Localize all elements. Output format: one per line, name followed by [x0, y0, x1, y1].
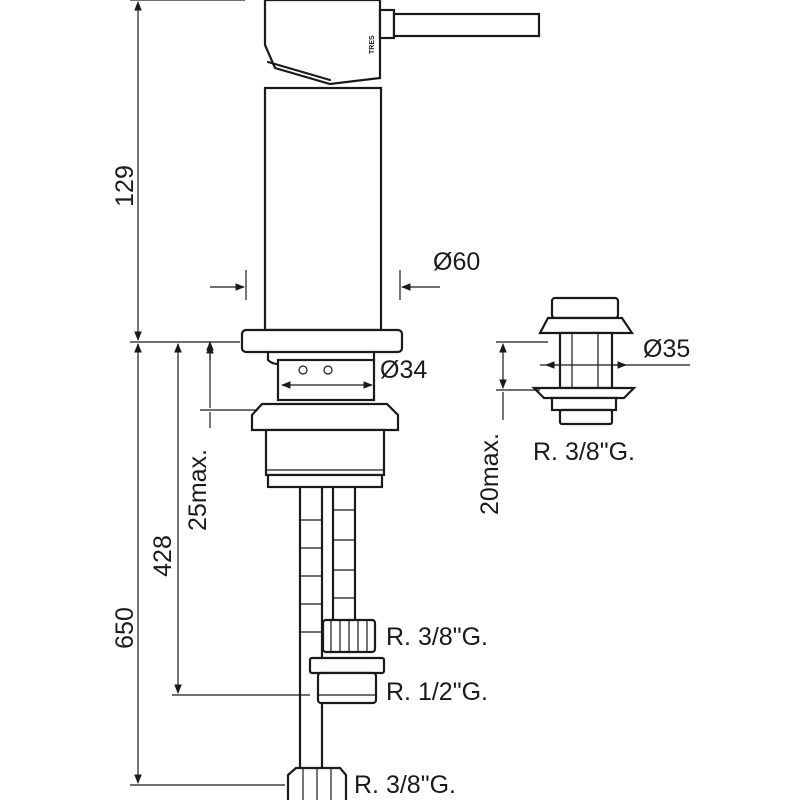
brand-mark: TRES — [369, 35, 376, 54]
dimension-label-20max: 20max. — [476, 433, 504, 515]
dimension-label-d35: Ø35 — [643, 335, 690, 363]
lower-hose-thread-label: R. 3/8"G. — [354, 771, 456, 799]
fixing-nut — [250, 402, 400, 489]
lever-handle — [378, 8, 541, 40]
dimension-650: 650 — [111, 343, 285, 786]
dimension-label-650: 650 — [111, 607, 139, 649]
supply-hoses — [286, 485, 386, 800]
waste-thread-label: R. 3/8"G. — [533, 438, 635, 466]
hose-fitting-lower — [286, 766, 348, 800]
shank-thread-label: R. 1/2"G. — [386, 678, 488, 706]
shank-nut — [308, 656, 386, 705]
popup-waste — [531, 296, 637, 426]
mixer-body: TRES — [240, 0, 541, 489]
dimension-129: 129 — [111, 0, 245, 343]
dimension-label-d60: Ø60 — [433, 248, 480, 276]
hose-fitting-upper — [321, 618, 377, 654]
base-flange — [240, 328, 404, 354]
dimension-428: 428 — [149, 343, 310, 696]
dimension-label-129: 129 — [111, 165, 139, 207]
threaded-ring — [276, 358, 376, 402]
dimension-25max: 25max. — [184, 341, 258, 531]
body-cylinder — [263, 86, 383, 332]
dimension-d35: Ø35 — [540, 335, 690, 369]
dimension-d34: Ø34 — [281, 356, 427, 389]
dimension-label-d34: Ø34 — [380, 356, 427, 384]
dimension-20max: 20max. — [476, 341, 548, 515]
dimension-label-428: 428 — [149, 535, 177, 577]
dimension-d60: Ø60 — [210, 248, 480, 300]
dimension-label-25max: 25max. — [184, 449, 212, 531]
upper-hose-thread-label: R. 3/8"G. — [386, 623, 488, 651]
